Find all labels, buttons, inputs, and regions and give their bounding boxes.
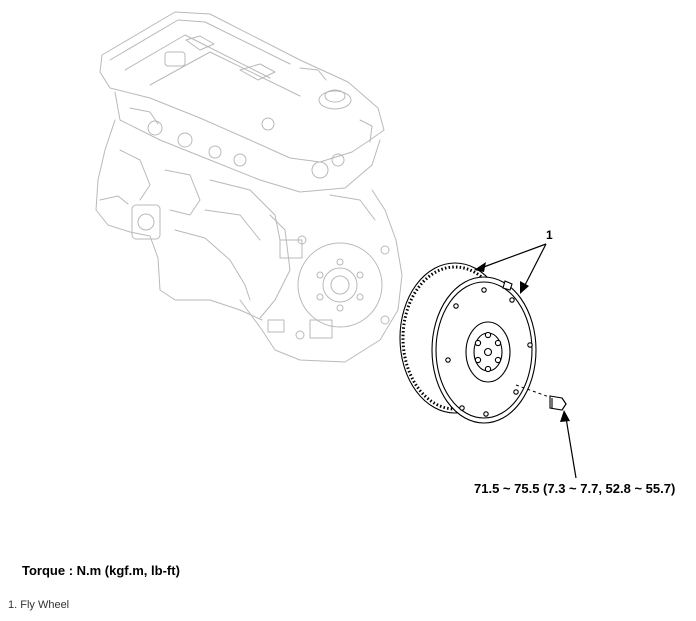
engine-block-outline bbox=[95, 11, 403, 363]
callout-number: 1 bbox=[546, 228, 553, 242]
callout-arrows bbox=[474, 243, 547, 294]
flywheel bbox=[399, 262, 537, 424]
torque-label: Torque : N.m (kgf.m, lb-ft) bbox=[22, 563, 180, 578]
legend-item: 1. Fly Wheel bbox=[8, 599, 70, 611]
torque-arrow bbox=[560, 410, 577, 479]
flywheel-installation-diagram bbox=[95, 11, 577, 479]
flywheel-bolt bbox=[515, 384, 567, 411]
torque-value: 71.5 ~ 75.5 (7.3 ~ 7.7, 52.8 ~ 55.7) bbox=[474, 481, 676, 496]
